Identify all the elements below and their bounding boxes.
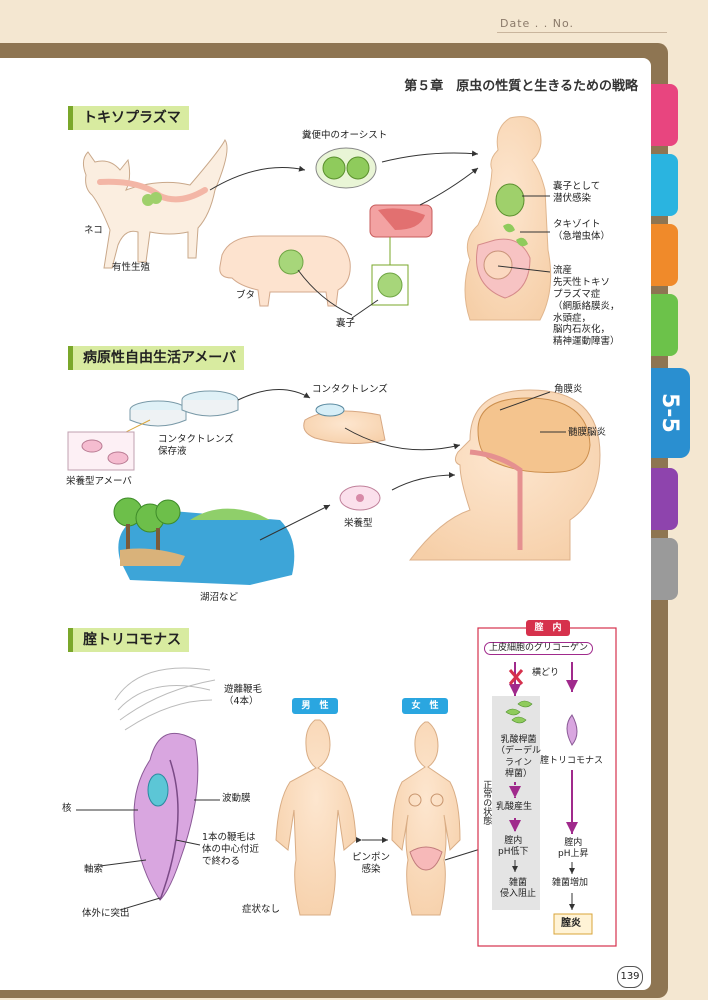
tab-5-5[interactable]: 5-5 <box>648 368 690 458</box>
trichomonas-illustration <box>114 667 216 901</box>
label-oocyst: 糞便中のオーシスト <box>302 130 388 141</box>
label-nucleus: 核 <box>62 803 72 814</box>
label-normal-state: 正常の状態 <box>481 780 492 825</box>
label-pig: ブタ <box>236 290 256 301</box>
badge-female: 女 性 <box>402 698 448 714</box>
tab-green[interactable] <box>648 294 678 356</box>
pregnant-woman-illustration <box>464 116 552 321</box>
chapter-title: 第５章 原虫の性質と生きるための戦略 <box>404 79 638 94</box>
label-ph-high: 腟内 pH上昇 <box>558 838 589 860</box>
label-protrude: 体外に突出 <box>82 908 130 919</box>
meat-illustration <box>369 204 433 238</box>
label-axostyle: 軸索 <box>84 864 104 875</box>
badge-male: 男 性 <box>292 698 338 714</box>
label-trophozoite-dish: 栄養型アメーバ <box>66 476 132 487</box>
tab-cyan[interactable] <box>648 154 678 216</box>
tab-gray[interactable] <box>648 538 678 600</box>
label-glycogen: 上皮細胞のグリコーゲン <box>484 642 594 656</box>
label-lake: 湖沼など <box>200 592 239 603</box>
tab-orange[interactable] <box>648 224 678 286</box>
tab-purple[interactable] <box>648 468 678 530</box>
label-keratitis: 角膜炎 <box>554 384 583 395</box>
pig-illustration <box>219 235 351 307</box>
label-vaginitis: 腟炎 <box>561 918 581 929</box>
woman-figure <box>391 721 461 916</box>
label-block-bacteria: 雑菌 侵入阻止 <box>500 878 537 900</box>
page-top-margin <box>0 0 708 34</box>
vagina-box-title: 腟 内 <box>526 620 570 636</box>
label-bacteria-increase: 雑菌増加 <box>552 878 589 888</box>
date-underline <box>497 32 667 33</box>
label-scramble: 横どり <box>532 668 560 678</box>
label-ph-low: 腟内 pH低下 <box>498 836 529 858</box>
lake-illustration <box>113 497 295 585</box>
label-one-flagellum: 1本の鞭毛は 体の中心付近 で終わる <box>202 832 260 867</box>
date-no-label: Date . . No. <box>500 17 575 30</box>
label-tachyzoite: タキゾイト （急増虫体） <box>553 219 611 242</box>
label-contact-lens: コンタクトレンズ <box>312 384 388 395</box>
label-meningoencephalitis: 髄膜脳炎 <box>568 427 607 438</box>
label-pingpong: ピンポン 感染 <box>352 852 391 875</box>
label-lactobacillus: 乳酸桿菌 （デーデル ライン 桿菌） <box>496 735 542 779</box>
lens-case-illustration <box>129 390 239 427</box>
normal-state-panel <box>492 696 540 910</box>
label-lens-solution: コンタクトレンズ 保存液 <box>158 434 234 457</box>
man-figure <box>275 719 357 916</box>
label-latent: 嚢子として 潜伏感染 <box>553 181 601 204</box>
label-undulating-membrane: 波動膜 <box>222 793 251 804</box>
label-free-flagella: 遊離鞭毛 （4本） <box>224 684 263 707</box>
section-heading-toxoplasma: トキソプラズマ <box>68 106 189 130</box>
section-heading-trichomonas: 腟トリコモナス <box>68 628 189 652</box>
label-trichomonas: 腟トリコモナス <box>540 756 604 766</box>
label-no-symptoms: 症状なし <box>242 904 281 915</box>
finger-lens-illustration <box>303 403 386 445</box>
label-cyst: 嚢子 <box>336 318 356 329</box>
label-outcome: 流産 先天性トキソ プラズマ症 （網脈絡膜炎， 水頭症， 脳内石灰化， 精神運動… <box>553 265 620 348</box>
label-lactic-acid: 乳酸産生 <box>496 802 533 812</box>
section-heading-amoeba: 病原性自由生活アメーバ <box>68 346 245 370</box>
page-number: 139 <box>617 966 643 988</box>
oocyst-illustration <box>315 147 377 189</box>
tab-pink[interactable] <box>648 84 678 146</box>
cat-illustration <box>82 139 228 269</box>
label-trophozoite: 栄養型 <box>344 518 373 529</box>
head-illustration <box>408 389 601 561</box>
label-sexual-reproduction: 有性生殖 <box>112 262 151 273</box>
label-cat: ネコ <box>84 225 103 236</box>
